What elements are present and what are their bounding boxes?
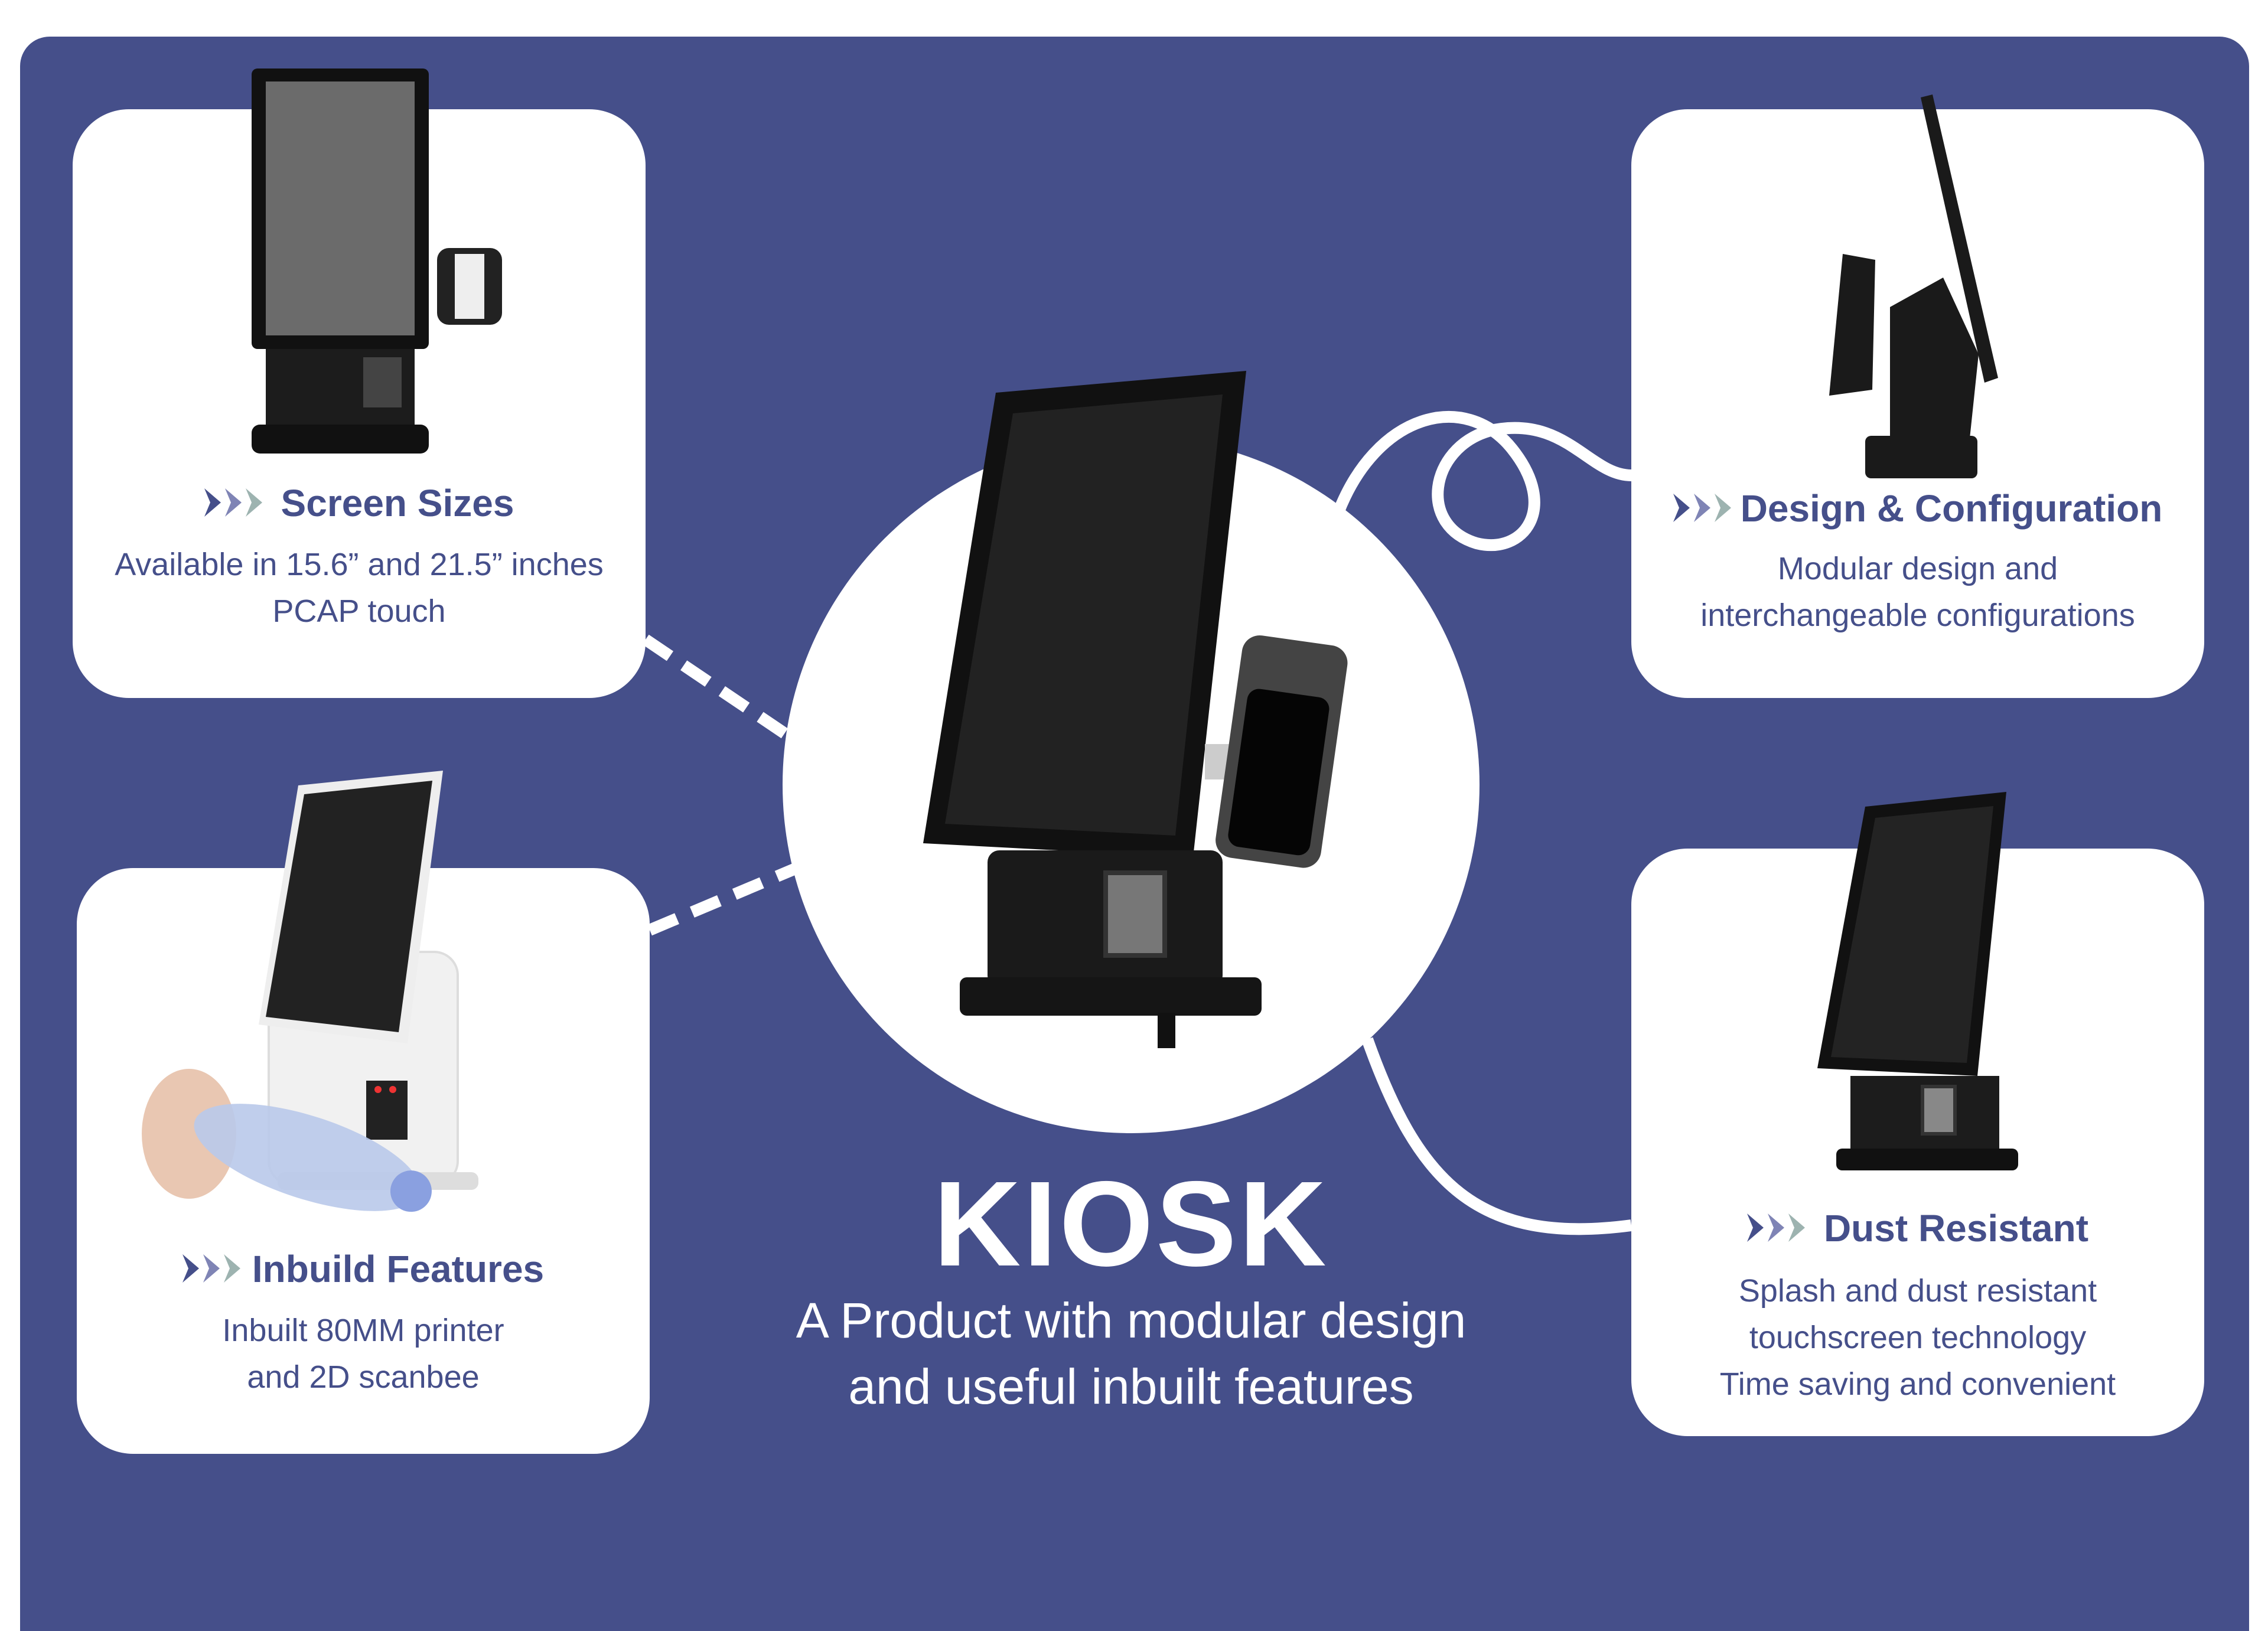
feature-design-configuration: Design & Configuration Modular design an… xyxy=(1631,487,2204,639)
feature-line: Time saving and convenient xyxy=(1719,1366,2116,1402)
design-configuration-kiosk-image xyxy=(1829,94,1998,478)
feature-line: Inbuilt 80MM printer xyxy=(222,1313,504,1348)
feature-line: touchscreen technology xyxy=(1749,1320,2087,1355)
feature-title: Screen Sizes xyxy=(281,482,514,524)
feature-line: PCAP touch xyxy=(272,593,446,629)
feature-inbuild-features: Inbuild Features Inbuilt 80MM printer an… xyxy=(77,1247,650,1401)
feature-line: Available in 15.6” and 21.5” inches xyxy=(115,547,604,582)
feature-title: Dust Resistant xyxy=(1823,1207,2089,1250)
inbuild-features-kiosk-image xyxy=(142,771,478,1212)
center-kiosk-image xyxy=(923,371,1348,1048)
chevrons-icon xyxy=(1746,1214,1805,1242)
feature-title: Design & Configuration xyxy=(1740,487,2163,530)
feature-line: Splash and dust resistant xyxy=(1738,1273,2097,1309)
subtitle-line: A Product with modular design xyxy=(796,1293,1467,1348)
feature-line: interchangeable configurations xyxy=(1700,598,2135,633)
chevrons-icon xyxy=(1673,494,1731,522)
subtitle-line: and useful inbuilt features xyxy=(848,1359,1414,1414)
feature-dust-resistant: Dust Resistant Splash and dust resistant… xyxy=(1631,1206,2204,1408)
chevrons-icon xyxy=(204,488,262,517)
feature-line: and 2D scanbee xyxy=(247,1359,480,1395)
main-title: KIOSK xyxy=(933,1156,1329,1291)
connector-lines xyxy=(642,410,1632,1235)
feature-title: Inbuild Features xyxy=(252,1248,545,1290)
illustrations xyxy=(142,68,2018,1235)
dust-resistant-kiosk-image xyxy=(1817,792,2018,1170)
feature-line: Modular design and xyxy=(1777,551,2058,586)
feature-screen-sizes: Screen Sizes Available in 15.6” and 21.5… xyxy=(73,481,646,635)
chevrons-icon xyxy=(182,1254,240,1283)
main-subtitle: A Product with modular design and useful… xyxy=(796,1287,1467,1420)
screen-sizes-kiosk-image xyxy=(252,68,502,454)
